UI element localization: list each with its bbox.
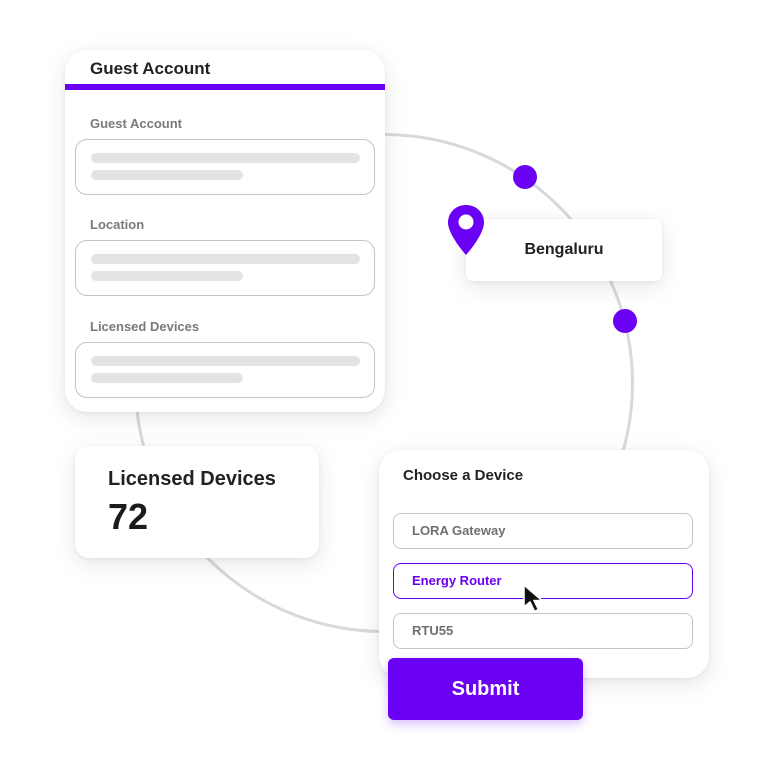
submit-button[interactable]: Submit xyxy=(388,658,583,720)
orbit-dot xyxy=(613,309,637,333)
placeholder-line xyxy=(91,271,243,281)
guest-account-form-card: Guest Account Guest Account Location Lic… xyxy=(65,50,385,412)
licensed-devices-card: Licensed Devices 72 xyxy=(75,446,319,558)
placeholder-line xyxy=(91,373,243,383)
licensed-devices-count: 72 xyxy=(108,496,149,537)
guest-account-input[interactable] xyxy=(75,139,375,195)
location-input[interactable] xyxy=(75,240,375,296)
placeholder-line xyxy=(91,170,243,180)
licensed-devices-label: Licensed Devices xyxy=(90,319,200,334)
location-pin-icon xyxy=(448,205,484,255)
location-card: Bengaluru xyxy=(466,219,662,281)
placeholder-line xyxy=(91,153,360,163)
mouse-cursor-icon xyxy=(523,584,543,613)
licensed-devices-input[interactable] xyxy=(75,342,375,398)
location-label: Location xyxy=(90,217,145,232)
choose-device-title: Choose a Device xyxy=(403,467,524,484)
location-city: Bengaluru xyxy=(524,241,604,258)
orbit-dot xyxy=(513,165,537,189)
device-option-rtu55[interactable]: RTU55 xyxy=(393,613,693,649)
choose-device-card: Choose a Device LORA Gateway Energy Rout… xyxy=(379,450,709,678)
placeholder-line xyxy=(91,356,360,366)
device-option-lora-gateway[interactable]: LORA Gateway xyxy=(393,513,693,549)
guest-account-label: Guest Account xyxy=(90,116,182,131)
device-option-energy-router[interactable]: Energy Router xyxy=(393,563,693,599)
placeholder-line xyxy=(91,254,360,264)
form-title: Guest Account xyxy=(90,59,211,78)
licensed-devices-title: Licensed Devices xyxy=(108,468,276,490)
form-title-underline xyxy=(65,84,385,90)
